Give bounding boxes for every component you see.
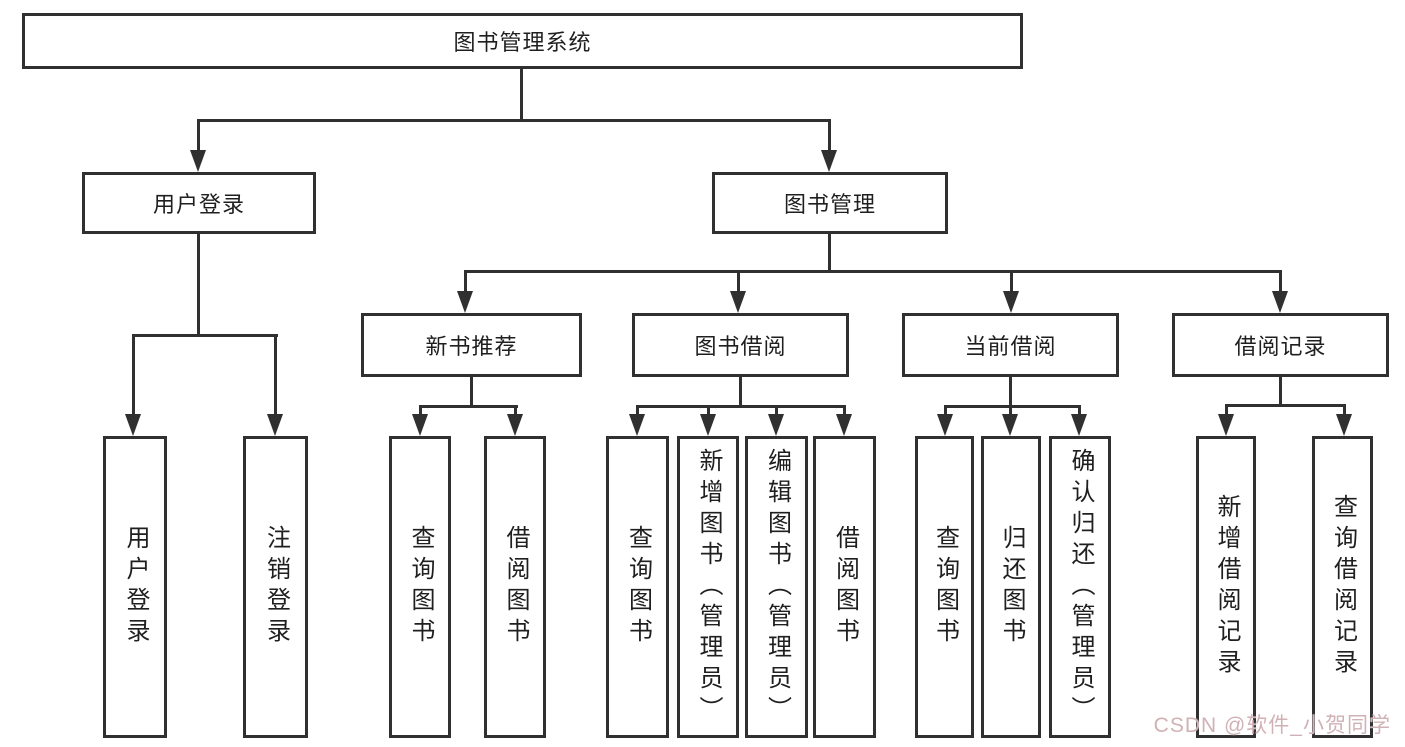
leaf-confirm-return-admin: 确认归还（管理员） [1049,436,1111,738]
connector-line-v [843,405,846,417]
connector-line-v [197,231,200,336]
arrow-down-icon [1336,414,1352,436]
leaf-user-login: 用户登录 [103,436,167,738]
leaf-query-books-borrow: 查询图书 [606,436,669,738]
connector-line-v [470,375,473,408]
leaf-add-borrow-record: 新增借阅记录 [1196,436,1256,738]
arrow-down-icon [937,414,953,436]
connector-line-v [828,119,831,151]
connector-line-v [737,270,740,295]
connector-line-h [132,334,278,337]
arrow-down-icon [768,414,784,436]
arrow-down-icon [1002,414,1018,436]
node-new-book-recommend: 新书推荐 [361,313,582,377]
connector-line-v [1225,404,1228,417]
leaf-borrow-books-recommend: 借阅图书 [484,436,546,738]
arrow-down-icon [629,414,645,436]
connector-line-v [514,405,517,417]
node-book-management: 图书管理 [712,172,948,234]
connector-line-v [197,119,200,151]
arrow-down-icon [1218,414,1234,436]
arrow-down-icon [507,414,523,436]
connector-line-v [419,405,422,417]
arrow-down-icon [457,291,473,313]
connector-line-v [944,405,947,417]
leaf-borrow-books: 借阅图书 [813,436,876,738]
node-user-login: 用户登录 [82,172,316,234]
node-current-borrow: 当前借阅 [902,313,1119,377]
arrow-down-icon [125,414,141,436]
connector-line-h [464,270,1282,273]
leaf-query-borrow-record: 查询借阅记录 [1312,436,1373,738]
arrow-down-icon [836,414,852,436]
connector-line-h [636,405,846,408]
connector-line-v [739,375,742,408]
connector-line-h [1225,404,1346,407]
leaf-query-books-current: 查询图书 [915,436,974,738]
arrow-down-icon [1003,291,1019,313]
leaf-edit-books-admin: 编辑图书（管理员） [745,436,808,738]
arrow-down-icon [190,150,206,172]
connector-line-v [274,334,277,416]
connector-line-v [520,68,523,121]
connector-line-v [1010,270,1013,295]
leaf-add-books-admin: 新增图书（管理员） [677,436,739,738]
connector-line-v [828,231,831,273]
connector-line-v [1009,405,1012,417]
arrow-down-icon [730,291,746,313]
csdn-watermark: CSDN @软件_小贺同学 [1153,714,1391,737]
node-borrow-record: 借阅记录 [1172,313,1389,377]
arrow-down-icon [821,150,837,172]
connector-line-v [1279,375,1282,407]
connector-line-h [197,119,831,122]
connector-line-v [775,405,778,417]
arrow-down-icon [1272,291,1288,313]
node-book-borrow: 图书借阅 [632,313,849,377]
arrow-down-icon [700,414,716,436]
connector-line-v [1078,405,1081,417]
node-root: 图书管理系统 [22,13,1023,69]
connector-line-v [1009,375,1012,408]
connector-line-v [1279,270,1282,295]
leaf-return-books: 归还图书 [981,436,1041,738]
leaf-query-books-recommend: 查询图书 [389,436,451,738]
leaf-logout: 注销登录 [243,436,308,738]
arrow-down-icon [1071,414,1087,436]
connector-line-v [132,334,135,416]
connector-line-v [464,270,467,295]
connector-line-h [944,405,1080,408]
connector-line-v [707,405,710,417]
arrow-down-icon [267,414,283,436]
connector-line-v [636,405,639,417]
arrow-down-icon [412,414,428,436]
connector-line-h [419,405,518,408]
connector-line-v [1343,404,1346,417]
